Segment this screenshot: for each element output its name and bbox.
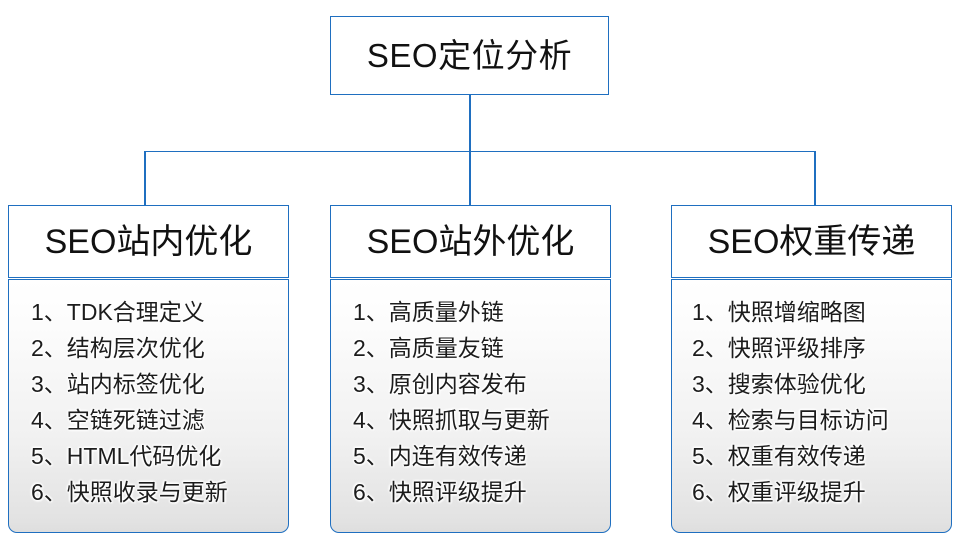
list-item: 1、快照增缩略图: [692, 299, 866, 325]
list-item: 5、内连有效传递: [353, 443, 527, 469]
branch-2-header-label: SEO站外优化: [366, 222, 575, 261]
list-item: 6、快照评级提升: [353, 479, 527, 505]
connector-horizontal-bus: [144, 150, 815, 153]
connector-root-vertical: [469, 95, 471, 152]
list-item: 3、原创内容发布: [353, 371, 527, 397]
branch-3-list: 1、快照增缩略图 2、快照评级排序 3、搜索体验优化 4、检索与目标访问 5、权…: [671, 279, 952, 533]
branch-2-list: 1、高质量外链 2、高质量友链 3、原创内容发布 4、快照抓取与更新 5、内连有…: [330, 279, 611, 533]
list-item: 2、高质量友链: [353, 335, 504, 361]
branch-column-3: SEO权重传递 1、快照增缩略图 2、快照评级排序 3、搜索体验优化 4、检索与…: [671, 205, 952, 533]
branch-1-list: 1、TDK合理定义 2、结构层次优化 3、站内标签优化 4、空链死链过滤 5、H…: [8, 279, 289, 533]
list-item: 5、权重有效传递: [692, 443, 866, 469]
list-item: 2、结构层次优化: [31, 335, 205, 361]
list-item: 1、高质量外链: [353, 299, 504, 325]
list-item: 4、检索与目标访问: [692, 407, 889, 433]
branch-1-header-label: SEO站内优化: [44, 222, 253, 261]
list-item: 5、HTML代码优化: [31, 443, 222, 469]
branch-column-1: SEO站内优化 1、TDK合理定义 2、结构层次优化 3、站内标签优化 4、空链…: [8, 205, 289, 533]
list-item: 4、空链死链过滤: [31, 407, 205, 433]
list-item: 6、快照收录与更新: [31, 479, 228, 505]
list-item: 3、站内标签优化: [31, 371, 205, 397]
list-item: 6、权重评级提升: [692, 479, 866, 505]
branch-3-header[interactable]: SEO权重传递: [671, 205, 952, 278]
list-item: 1、TDK合理定义: [31, 299, 205, 325]
list-item: 4、快照抓取与更新: [353, 407, 550, 433]
branch-1-header[interactable]: SEO站内优化: [8, 205, 289, 278]
connector-branch-1-vertical: [144, 150, 146, 206]
connector-branch-2-vertical: [469, 150, 471, 206]
branch-2-header[interactable]: SEO站外优化: [330, 205, 611, 278]
branch-column-2: SEO站外优化 1、高质量外链 2、高质量友链 3、原创内容发布 4、快照抓取与…: [330, 205, 611, 533]
root-node-label: SEO定位分析: [366, 37, 573, 74]
list-item: 2、快照评级排序: [692, 335, 866, 361]
connector-branch-3-vertical: [814, 150, 816, 206]
branch-3-header-label: SEO权重传递: [707, 222, 916, 261]
root-node-seo-positioning-analysis[interactable]: SEO定位分析: [330, 16, 609, 95]
list-item: 3、搜索体验优化: [692, 371, 866, 397]
